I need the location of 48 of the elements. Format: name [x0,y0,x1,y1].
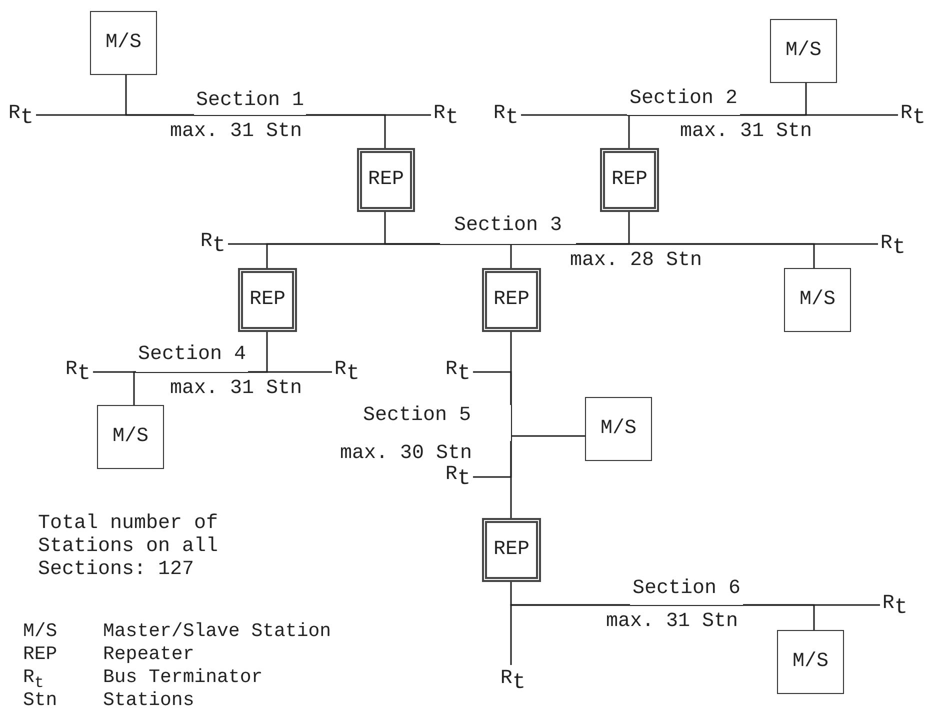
bus-section: Section 4 [136,344,248,373]
station-limit-label: max. 31 Stn [170,121,302,143]
legend-abbreviation: Stn [23,689,58,711]
bus-line [306,114,386,148]
bus-section: Section 2 [627,88,740,116]
bus-line [510,441,512,518]
bus-line [93,371,136,373]
bus-line [628,115,630,148]
bus-line [248,371,332,373]
station-limit-label: max. 30 Stn [340,443,472,465]
legend-abbreviation: R$_{t}$ [23,666,45,692]
repeater-box: REP [238,268,297,332]
bus-line [743,604,880,606]
legend-description: Master/Slave Station [103,620,332,642]
station-limit-label: max. 31 Stn [680,121,812,143]
bus-line [511,435,585,437]
bus-line [521,114,627,116]
station-box: M/S [97,405,164,469]
station-limit-label: max. 28 Stn [570,250,702,272]
station-box: M/S [90,11,157,75]
legend-abbreviation: M/S [23,620,58,642]
station-limit-label: max. 31 Stn [170,378,302,400]
station-box: M/S [770,19,837,83]
bus-section: Section 1 [194,90,306,116]
bus-section: Section 6 [630,578,743,606]
station-limit-label: max. 31 Stn [606,611,738,633]
bus-section: Section 5 [360,405,512,441]
bus-line [36,114,194,116]
station-box: M/S [777,630,844,694]
bus-line [510,244,512,268]
legend-abbreviation: REP [23,643,58,665]
repeater-box: REP [482,518,541,582]
bus-line [510,604,630,665]
legend-description: Repeater [103,643,196,665]
bus-line [266,243,440,268]
station-box: M/S [585,397,652,461]
bus-line [133,371,136,405]
bus-line [473,371,512,405]
bus-section: Section 3 [440,215,576,245]
repeater-box: REP [357,148,415,212]
repeater-box: REP [482,268,541,332]
legend-description: Bus Terminator [103,666,264,688]
repeater-box: REP [600,148,659,212]
bus-line [740,114,898,116]
bus-line [576,243,878,245]
note-text: Total number of Stations on all Sections: 127 [38,512,220,581]
station-box: M/S [784,268,851,332]
legend-description: Stations [103,689,196,711]
